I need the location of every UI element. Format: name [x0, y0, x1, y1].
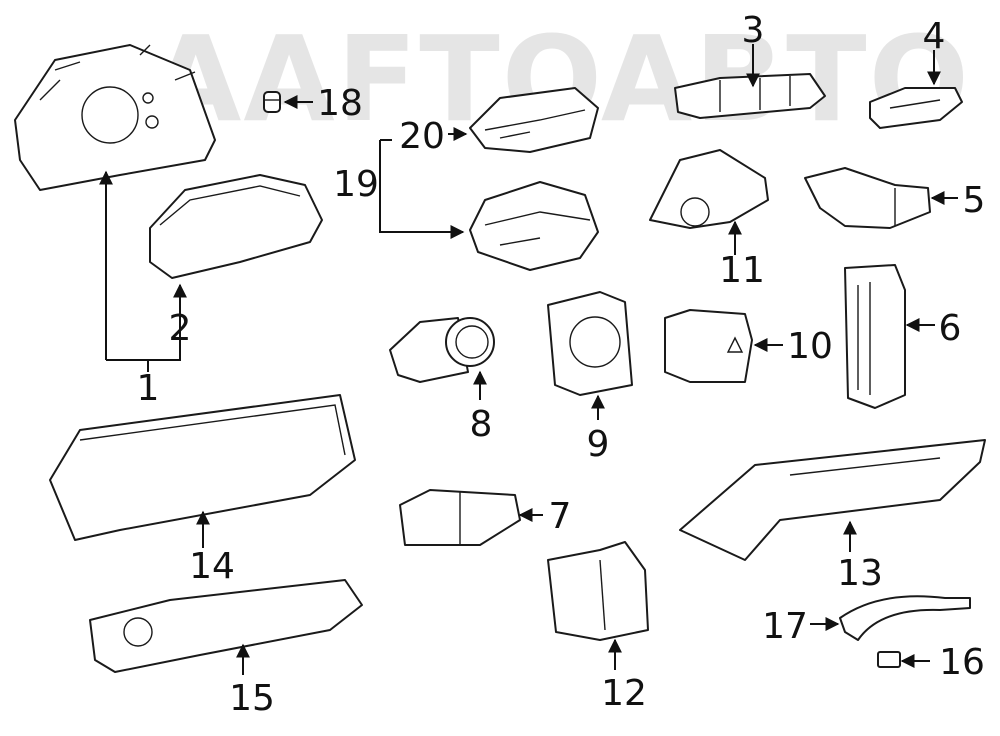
part-12-bracket: [547, 541, 649, 641]
part-19-bracket-module: [469, 181, 599, 271]
part-16-clip: [877, 651, 901, 668]
part-2-cluster-lens: [149, 174, 323, 279]
part-6-module: [844, 264, 906, 409]
part-15-bracket-assembly: [89, 579, 363, 673]
callout-15: 15: [229, 678, 275, 719]
part-5-actuator: [804, 167, 931, 229]
callout-16: 16: [939, 642, 985, 683]
part-1-instrument-cluster: [14, 44, 216, 191]
callout-20: 20: [399, 116, 445, 157]
callout-11: 11: [719, 250, 765, 291]
part-11-sensor: [649, 149, 769, 229]
callout-19: 19: [333, 164, 379, 205]
callout-3: 3: [742, 10, 765, 51]
callout-18: 18: [317, 83, 363, 124]
part-17-cable: [839, 595, 971, 641]
callout-2: 2: [169, 308, 192, 349]
callout-4: 4: [923, 16, 946, 57]
part-9-switch-housing: [547, 291, 633, 396]
callout-8: 8: [470, 404, 493, 445]
callout-7: 7: [549, 496, 572, 537]
callout-labels: 1 2 3 4 5 6 7 8 9 10 11 12 13 14 15 16 1…: [137, 10, 986, 719]
callout-14: 14: [189, 546, 235, 587]
part-13-trim-panel: [679, 439, 986, 561]
part-20-control-module: [469, 87, 599, 153]
callout-1: 1: [137, 368, 160, 409]
part-14-display-bezel: [49, 394, 356, 541]
callout-9: 9: [587, 424, 610, 465]
part-10-hazard-switch: [664, 309, 753, 383]
part-7-switch: [399, 489, 521, 546]
callout-12: 12: [601, 673, 647, 714]
part-3-switch-panel: [674, 73, 826, 119]
callout-10: 10: [787, 326, 833, 367]
callout-6: 6: [939, 308, 962, 349]
part-8-start-button: [389, 317, 495, 383]
callout-13: 13: [837, 553, 883, 594]
callout-17: 17: [762, 606, 808, 647]
part-18-clip: [263, 91, 281, 113]
callout-5: 5: [963, 180, 986, 221]
leader-lines: [99, 44, 958, 675]
part-4-switch: [869, 87, 963, 129]
